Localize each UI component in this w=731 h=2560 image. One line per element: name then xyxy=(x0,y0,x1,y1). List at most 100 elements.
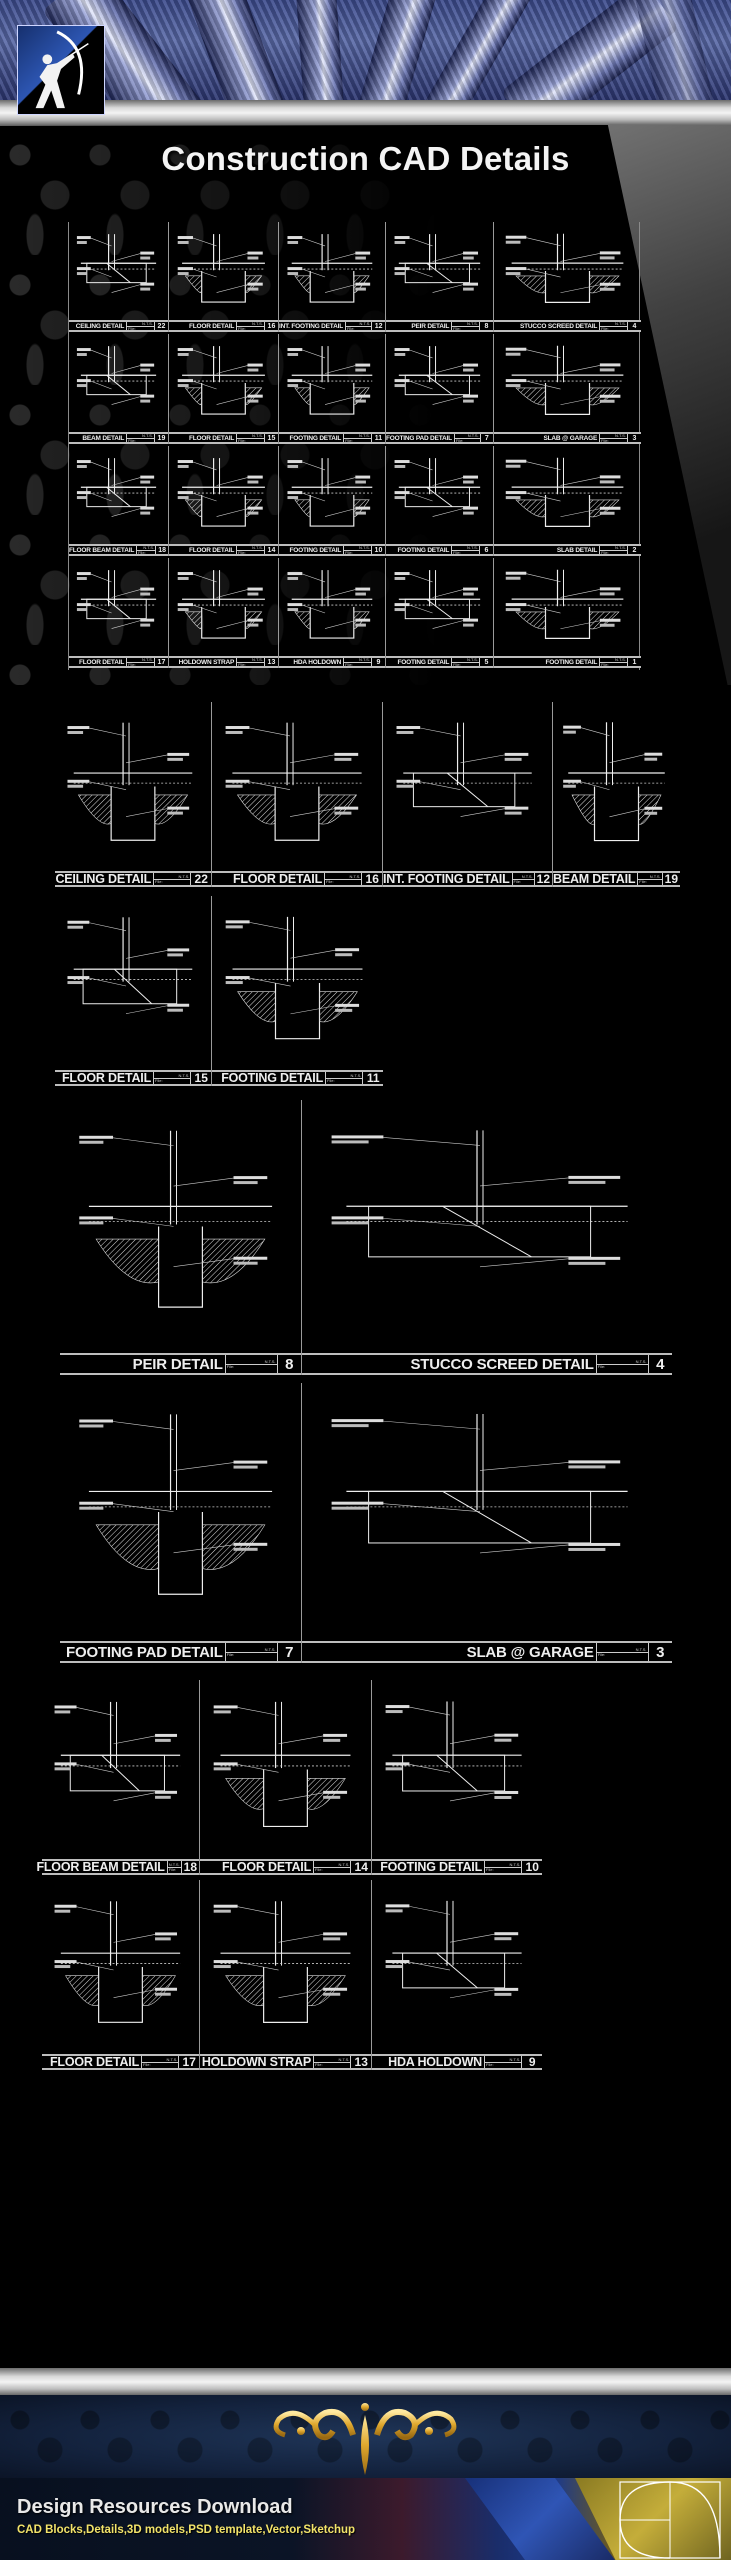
cad-detail-panel[interactable]: CEILING DETAIL N.T.S. File: 22 xyxy=(69,222,169,332)
scale-box: N.T.S. File: xyxy=(511,873,535,885)
cad-detail-panel[interactable]: SLAB @ GARAGE N.T.S. File: 3 xyxy=(302,1383,672,1663)
cad-detail-panel[interactable]: HDA HOLDOWN N.T.S. File: 9 xyxy=(372,1880,542,2070)
cad-detail-panel[interactable]: PEIR DETAIL N.T.S. File: 8 xyxy=(60,1100,302,1375)
cad-drawing-icon xyxy=(331,1413,628,1554)
scale-value: N.T.S. xyxy=(225,1647,277,1653)
scale-value: N.T.S. xyxy=(137,545,156,551)
scale-box: N.T.S. File: xyxy=(451,545,480,554)
cad-detail-panel[interactable]: FLOOR DETAIL N.T.S. File: 17 xyxy=(42,1880,200,2070)
detail-name: SLAB @ GARAGE xyxy=(466,1643,594,1661)
cad-detail-panel[interactable]: HDA HOLDOWN N.T.S. File: 9 xyxy=(279,558,386,668)
cad-detail-panel[interactable]: INT. FOOTING DETAIL N.T.S. File: 12 xyxy=(279,222,386,332)
file-label: File: xyxy=(486,1866,494,1872)
file-label: File: xyxy=(601,325,609,331)
detail-number: 22 xyxy=(157,322,166,330)
cad-detail-panel[interactable]: FLOOR DETAIL N.T.S. File: 15 xyxy=(169,334,279,444)
scale-box: N.T.S. File: xyxy=(343,545,372,554)
title-block: FLOOR DETAIL N.T.S. File: 16 xyxy=(169,320,278,332)
title-block: STUCCO SCREED DETAIL N.T.S. File: 4 xyxy=(302,1353,672,1375)
detail-number: 8 xyxy=(285,1355,294,1373)
cad-detail-panel[interactable]: FOOTING DETAIL N.T.S. File: 11 xyxy=(212,896,383,1086)
title-block: FOOTING PAD DETAIL N.T.S. File: 7 xyxy=(60,1641,301,1663)
cad-detail-panel[interactable]: FLOOR DETAIL N.T.S. File: 16 xyxy=(169,222,279,332)
cad-detail-panel[interactable]: FOOTING PAD DETAIL N.T.S. File: 7 xyxy=(60,1383,302,1663)
cad-detail-panel[interactable]: STUCCO SCREED DETAIL N.T.S. File: 4 xyxy=(494,222,641,332)
cad-drawing-icon xyxy=(76,570,157,629)
cad-detail-panel[interactable]: SLAB DETAIL N.T.S. File: 2 xyxy=(494,446,641,556)
cad-detail-panel[interactable]: FOOTING DETAIL N.T.S. File: 6 xyxy=(386,446,494,556)
scale-box: N.T.S. File: xyxy=(136,545,157,554)
cad-detail-panel[interactable]: CEILING DETAIL N.T.S. File: 22 xyxy=(55,702,212,887)
cad-detail-panel[interactable]: FLOOR BEAM DETAIL N.T.S. File: 18 xyxy=(36,1680,200,1875)
cad-detail-panel[interactable]: INT. FOOTING DETAIL N.T.S. File: 12 xyxy=(383,702,553,887)
scale-box: N.T.S. File: xyxy=(141,2056,180,2068)
cad-detail-panel[interactable]: STUCCO SCREED DETAIL N.T.S. File: 4 xyxy=(302,1100,672,1375)
detail-number: 2 xyxy=(632,546,637,554)
detail-number: 15 xyxy=(267,434,276,442)
cad-drawing-icon xyxy=(287,234,373,303)
scale-value: N.T.S. xyxy=(127,321,154,327)
detail-name: FOOTING DETAIL xyxy=(545,658,598,666)
file-label: File: xyxy=(486,2061,494,2067)
detail-sheet-c: FLOOR BEAM DETAIL N.T.S. File: 18 FLOOR … xyxy=(36,1680,542,2072)
detail-name: FLOOR BEAM DETAIL xyxy=(36,1860,165,1874)
detail-name: FOOTING DETAIL xyxy=(380,1860,483,1874)
detail-name: FOOTING DETAIL xyxy=(397,546,450,554)
scale-box: N.T.S. File: xyxy=(126,433,155,442)
scale-box: N.T.S. File: xyxy=(595,1643,649,1661)
file-label: File: xyxy=(327,1077,335,1083)
scale-box: N.T.S. File: xyxy=(313,2056,352,2068)
title-block: INT. FOOTING DETAIL N.T.S. File: 12 xyxy=(383,871,552,887)
scale-box: N.T.S. File: xyxy=(344,321,373,330)
scale-box: N.T.S. File: xyxy=(453,433,481,442)
detail-number: 15 xyxy=(194,1071,208,1085)
scale-value: N.T.S. xyxy=(127,657,154,663)
scale-box: N.T.S. File: xyxy=(324,873,363,885)
detail-name: PEIR DETAIL xyxy=(411,322,450,330)
cad-detail-panel[interactable]: BEAM DETAIL N.T.S. File: 19 xyxy=(69,334,169,444)
detail-number: 22 xyxy=(194,872,208,886)
cad-detail-panel[interactable]: FLOOR DETAIL N.T.S. File: 16 xyxy=(212,702,383,887)
cad-drawing-icon xyxy=(76,346,157,405)
scale-box: N.T.S. File: xyxy=(313,1861,352,1873)
detail-name: HOLDOWN STRAP xyxy=(178,658,235,666)
cad-detail-panel[interactable]: FLOOR DETAIL N.T.S. File: 15 xyxy=(55,896,212,1086)
cad-drawing-icon xyxy=(79,1130,273,1308)
cad-detail-panel[interactable]: FOOTING DETAIL N.T.S. File: 11 xyxy=(279,334,386,444)
cad-detail-panel[interactable]: FOOTING DETAIL N.T.S. File: 10 xyxy=(279,446,386,556)
cad-detail-panel[interactable]: HOLDOWN STRAP N.T.S. File: 13 xyxy=(169,558,279,668)
title-block: FLOOR DETAIL N.T.S. File: 17 xyxy=(69,656,168,668)
file-label: File: xyxy=(238,325,246,331)
cad-detail-panel[interactable]: FLOOR DETAIL N.T.S. File: 17 xyxy=(69,558,169,668)
cad-detail-panel[interactable]: FOOTING DETAIL N.T.S. File: 10 xyxy=(372,1680,542,1875)
detail-number: 9 xyxy=(528,2055,536,2069)
title-block: STUCCO SCREED DETAIL N.T.S. File: 4 xyxy=(494,320,641,332)
detail-number: 18 xyxy=(183,1860,197,1874)
detail-name: FOOTING DETAIL xyxy=(221,1071,324,1085)
cad-detail-panel[interactable]: FOOTING PAD DETAIL N.T.S. File: 7 xyxy=(386,334,494,444)
archer-logo-icon[interactable] xyxy=(17,25,105,115)
detail-number: 19 xyxy=(664,872,678,886)
file-label: File: xyxy=(168,1866,177,1872)
scale-value: N.T.S. xyxy=(154,1073,191,1079)
cad-detail-panel[interactable]: PEIR DETAIL N.T.S. File: 8 xyxy=(386,222,494,332)
detail-name: CEILING DETAIL xyxy=(55,872,152,886)
detail-name: STUCCO SCREED DETAIL xyxy=(410,1355,594,1373)
cad-drawing-icon xyxy=(67,917,193,1014)
scale-value: N.T.S. xyxy=(485,1862,522,1868)
file-label: File: xyxy=(238,661,246,667)
cad-detail-panel[interactable]: FLOOR DETAIL N.T.S. File: 14 xyxy=(200,1680,372,1875)
scale-value: N.T.S. xyxy=(344,545,371,551)
cad-detail-panel[interactable]: HOLDOWN STRAP N.T.S. File: 13 xyxy=(200,1880,372,2070)
cad-detail-panel[interactable]: FOOTING DETAIL N.T.S. File: 1 xyxy=(494,558,641,668)
cad-detail-panel[interactable]: SLAB @ GARAGE N.T.S. File: 3 xyxy=(494,334,641,444)
cad-detail-panel[interactable]: FLOOR DETAIL N.T.S. File: 14 xyxy=(169,446,279,556)
scale-box: N.T.S. File: xyxy=(126,657,155,666)
cad-detail-panel[interactable]: BEAM DETAIL N.T.S. File: 19 xyxy=(553,702,680,887)
cad-drawing-icon xyxy=(505,345,624,415)
chrome-bar-bottom xyxy=(0,2368,731,2396)
cad-detail-panel[interactable]: FOOTING DETAIL N.T.S. File: 5 xyxy=(386,558,494,668)
cad-detail-panel[interactable]: FLOOR BEAM DETAIL N.T.S. File: 18 xyxy=(69,446,169,556)
scale-box: N.T.S. File: xyxy=(595,1355,649,1373)
detail-number: 14 xyxy=(267,546,276,554)
